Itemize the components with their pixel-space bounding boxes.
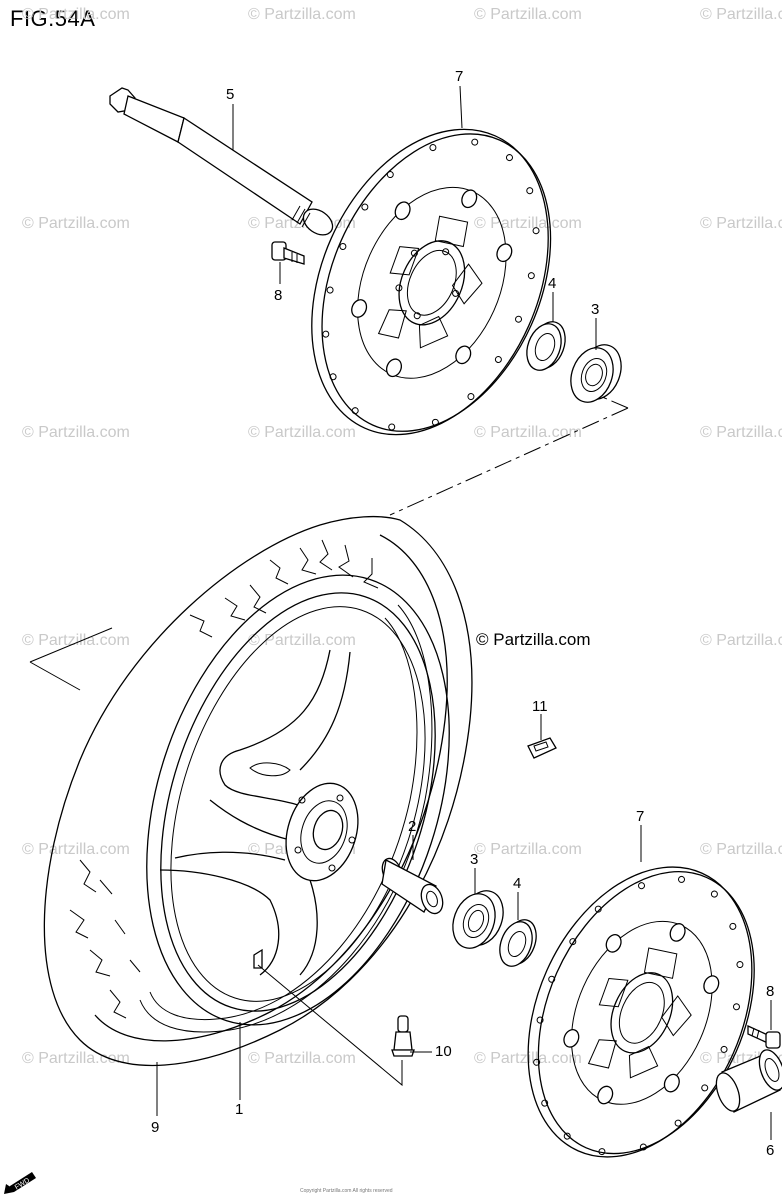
oil-seal-top — [526, 321, 566, 371]
watermark: © Partzilla.com — [248, 632, 356, 649]
callout-7-top: 7 — [455, 68, 464, 85]
disc-bolt-top — [271, 241, 305, 265]
brake-disc-top — [311, 128, 552, 436]
disc-bolt-bottom — [747, 1024, 781, 1049]
callout-3-top: 3 — [591, 301, 600, 318]
forward-arrow-icon: FWD — [4, 1172, 36, 1194]
axle-collar — [715, 1049, 782, 1113]
brand-label: © Partzilla.com — [476, 630, 591, 649]
watermark: © Partzilla.com — [248, 1050, 356, 1067]
oil-seal-bottom — [499, 919, 537, 967]
cast-wheel — [146, 574, 450, 1026]
front-axle — [109, 87, 334, 236]
bearing-bottom — [452, 890, 504, 949]
wheel-spacer — [381, 857, 444, 915]
callout-9: 9 — [151, 1119, 160, 1136]
callout-10: 10 — [435, 1043, 452, 1060]
callout-4-bottom: 4 — [513, 875, 522, 892]
watermark: © Partzilla.com — [474, 841, 582, 858]
callout-11: 11 — [532, 698, 548, 715]
front-tire — [43, 515, 473, 1067]
watermark: © Partzilla.com — [700, 632, 782, 649]
watermark: © Partzilla.com — [22, 6, 130, 23]
watermark: © Partzilla.com — [22, 841, 130, 858]
tire-valve — [391, 1015, 415, 1057]
watermark: © Partzilla.com — [248, 424, 356, 441]
callout-6: 6 — [766, 1142, 775, 1159]
bearing-top — [570, 344, 622, 403]
brake-disc-bottom — [527, 866, 755, 1158]
callout-3-bottom: 3 — [470, 851, 479, 868]
watermark: © Partzilla.com — [700, 215, 782, 232]
callout-7-bottom: 7 — [636, 808, 645, 825]
leader-lines — [156, 85, 772, 1140]
callout-4-top: 4 — [548, 275, 557, 292]
balancer-weight — [527, 737, 557, 759]
callout-1: 1 — [235, 1101, 244, 1118]
watermark: © Partzilla.com — [474, 215, 582, 232]
watermark: © Partzilla.com — [700, 424, 782, 441]
copyright-text: Copyright Partzilla.com All rights reser… — [300, 1188, 393, 1194]
figure-title: FIG.54A — [10, 6, 96, 31]
watermark: © Partzilla.com — [22, 1050, 130, 1067]
callout-8-bottom: 8 — [766, 983, 775, 1000]
watermark: © Partzilla.com — [474, 424, 582, 441]
watermark: © Partzilla.com — [700, 841, 782, 858]
watermark: © Partzilla.com — [22, 632, 130, 649]
callout-5: 5 — [226, 86, 235, 103]
watermark: © Partzilla.com — [22, 424, 130, 441]
watermark: © Partzilla.com — [248, 6, 356, 23]
watermark: © Partzilla.com — [474, 6, 582, 23]
fwd-label: FWD — [14, 1177, 31, 1191]
watermark: © Partzilla.com — [700, 6, 782, 23]
callout-2: 2 — [408, 818, 417, 835]
callout-8-top: 8 — [274, 287, 283, 304]
watermark: © Partzilla.com — [22, 215, 130, 232]
